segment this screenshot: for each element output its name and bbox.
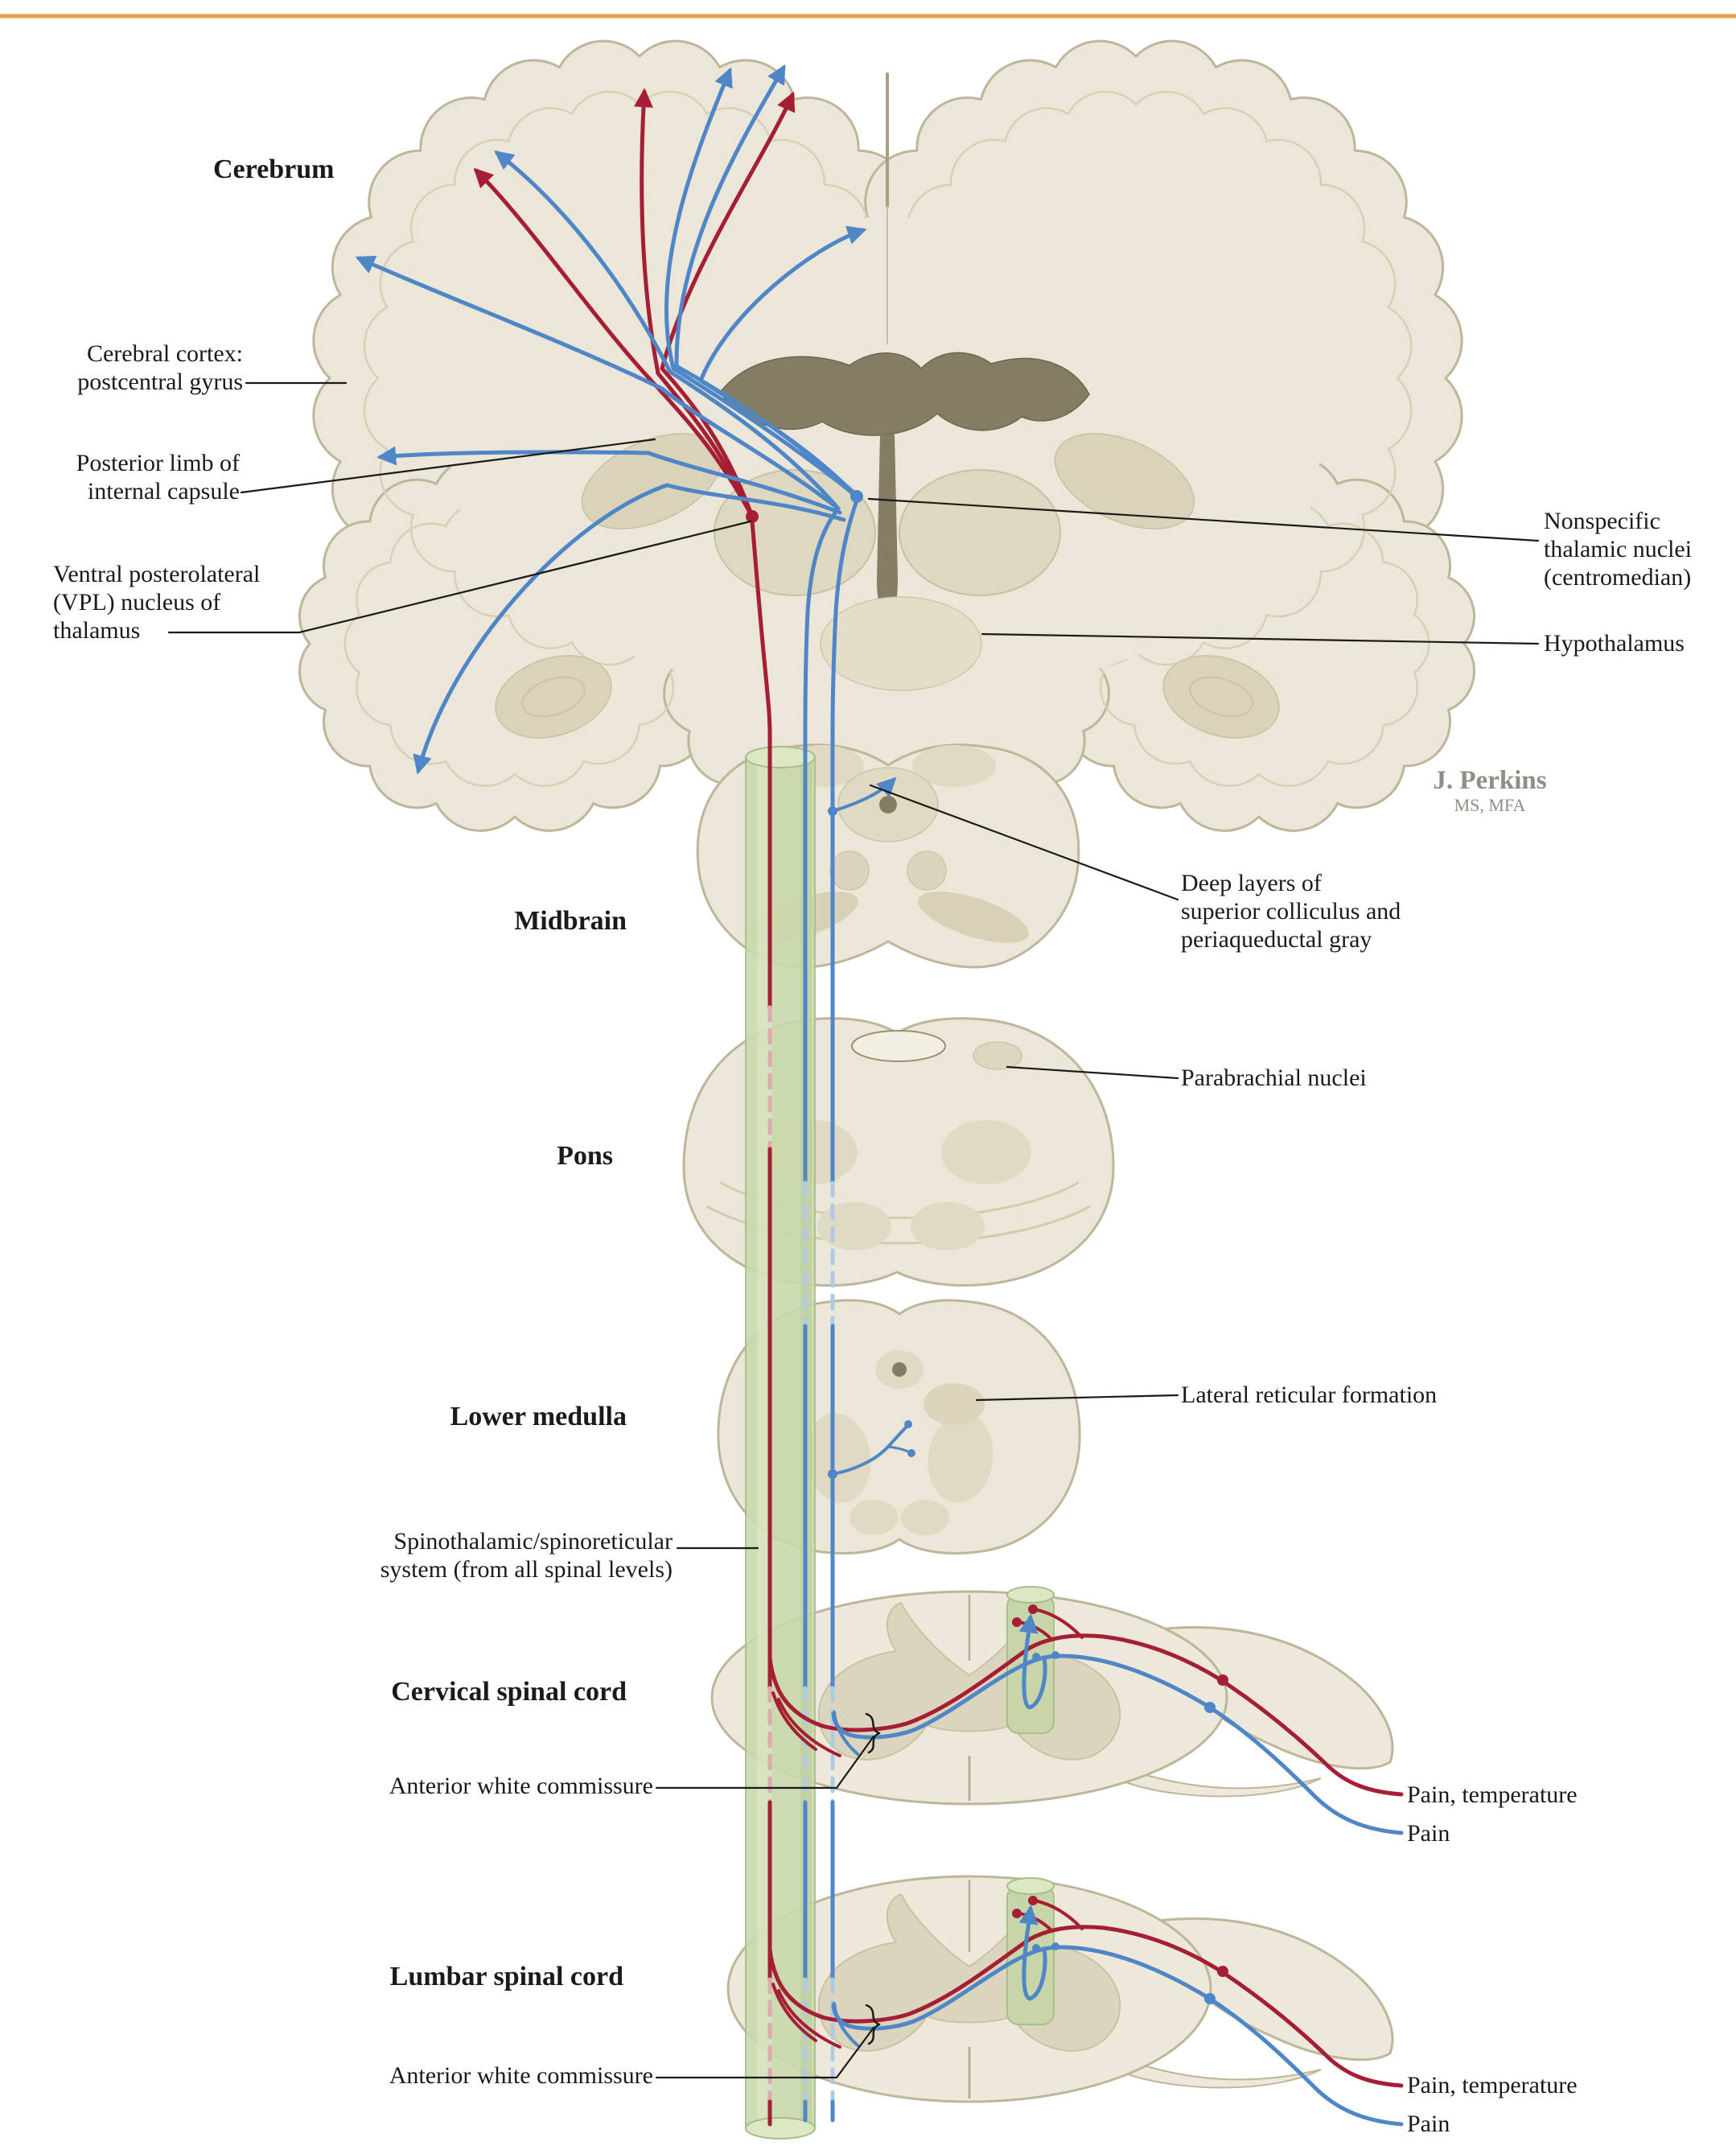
label-pons: Pons [557,1141,613,1171]
pain-pathway-fibers [355,64,1404,2127]
label-pain-lumbar: Pain [1407,2111,1450,2137]
label-anterior-white-commissure-lumbar: Anterior white commissure [389,2062,653,2089]
label-cerebrum: Cerebrum [213,154,335,184]
label-line: thalamic nuclei [1544,536,1693,562]
label-line: Posterior limb of [76,450,240,476]
label-line: superior colliculus and [1181,898,1401,925]
label-nonspecific-thalamic-nuclei: Nonspecific thalamic nuclei (centromedia… [1544,507,1692,591]
label-line: postcentral gyrus [77,369,243,395]
label-vpl-nucleus: Ventral posterolateral (VPL) nucleus of … [53,560,260,645]
label-cerebral-cortex: Cerebral cortex: postcentral gyrus [77,340,243,396]
label-line: (VPL) nucleus of [53,589,221,616]
label-lower-medulla: Lower medulla [450,1402,627,1431]
label-cervical-spinal-cord: Cervical spinal cord [391,1677,627,1707]
label-midbrain: Midbrain [514,906,627,936]
label-line: Cerebral cortex: [86,340,243,367]
label-line: Deep layers of [1181,870,1322,896]
label-leader-lines [167,381,1540,2079]
label-line: system (from all spinal levels) [380,1556,673,1583]
label-hypothalamus: Hypothalamus [1544,630,1685,657]
label-line: Spinothalamic/spinoreticular [393,1528,673,1555]
label-posterior-limb: Posterior limb of internal capsule [76,449,240,505]
label-pain-temperature-cervical: Pain, temperature [1407,1781,1578,1808]
label-spinothalamic-system: Spinothalamic/spinoreticular system (fro… [381,1527,673,1584]
label-lateral-reticular-formation: Lateral reticular formation [1181,1382,1438,1408]
label-line: Ventral posterolateral [53,561,261,587]
label-anterior-white-commissure-cervical: Anterior white commissure [389,1773,653,1799]
cerebrum-illustration [298,39,1476,850]
label-deep-layers: Deep layers of superior colliculus and p… [1181,869,1401,953]
label-line: periaqueductal gray [1181,926,1372,953]
label-parabrachial-nuclei: Parabrachial nuclei [1181,1065,1367,1091]
artist-credit: J. Perkins MS, MFA [1409,766,1570,816]
label-line: Nonspecific [1544,508,1660,534]
artist-name: J. Perkins [1433,766,1547,795]
label-pain-temperature-lumbar: Pain, temperature [1407,2072,1578,2098]
artist-degree: MS, MFA [1454,795,1526,815]
label-pain-cervical: Pain [1407,1820,1450,1847]
label-line: thalamus [53,617,141,644]
label-line: internal capsule [87,478,240,505]
label-line: (centromedian) [1544,564,1692,591]
label-lumbar-spinal-cord: Lumbar spinal cord [389,1962,623,1991]
